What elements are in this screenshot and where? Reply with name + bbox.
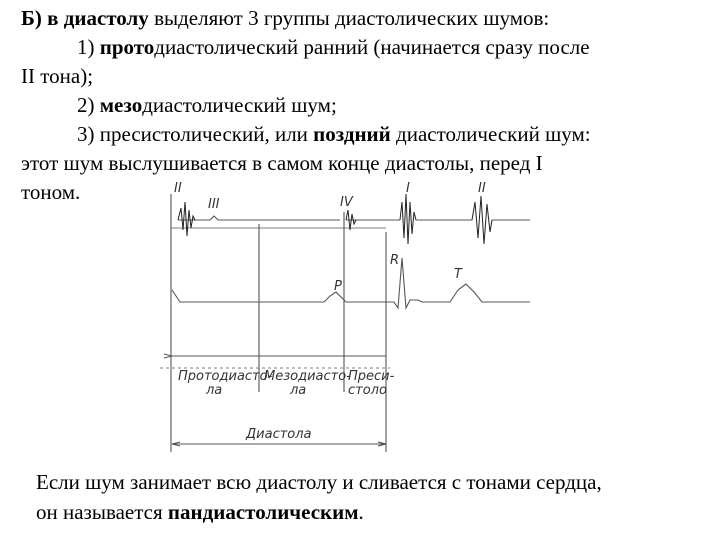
item-1-text: диастолический ранний (начинается сразу … (154, 35, 590, 59)
ecg-trace (171, 257, 530, 311)
label-wave-P: P (334, 279, 342, 294)
label-tone-I: I (406, 181, 410, 196)
tone-II-right-wave (471, 195, 493, 245)
item-3-cont2: тоном. (21, 180, 81, 204)
item-2-bold: мезо (99, 93, 143, 117)
footer-line-1: Если шум занимает всю диастолу и сливает… (36, 470, 602, 494)
tone-IV-wave (345, 209, 357, 231)
item-1-cont: II тона); (21, 64, 94, 88)
item-2-num: 2) (77, 93, 100, 117)
diastole-phonocardiogram-diagram: II III IV I II P R T Протодиасто- ла Мез… (160, 181, 530, 452)
pcg-oscillations (177, 193, 493, 245)
arrowhead-diastole-right (377, 441, 387, 447)
item-3-num: 3) (77, 122, 100, 146)
item-3-bold: поздний (313, 122, 391, 146)
footer-line-2: он называется пандиастолическим. (36, 497, 716, 527)
item-1: 1) протодиастолический ранний (начинаетс… (21, 33, 711, 62)
label-wave-T: T (454, 267, 463, 282)
label-tone-II-right: II (478, 181, 486, 196)
bottom-text: Если шум занимает всю диастолу и сливает… (36, 467, 716, 527)
label-tone-IV: IV (340, 195, 354, 210)
intro-line: Б) в диастолу выделяют 3 группы диастоли… (21, 4, 711, 33)
top-text: Б) в диастолу выделяют 3 группы диастоли… (21, 4, 711, 207)
footer-line-2-pre: он называется (36, 500, 168, 524)
label-zone-mezo-1: Мезодиасто- (264, 369, 351, 384)
arrowhead-left (163, 353, 173, 359)
item-2-text: диастолический шум; (142, 93, 337, 117)
label-zone-pre-2: столо (348, 383, 387, 398)
item-1-bold: прото (99, 35, 155, 59)
label-zone-mezo-2: ла (289, 383, 306, 398)
item-3-text: диастолический шум: (390, 122, 591, 146)
item-3-pre: пресистолический, или (99, 122, 314, 146)
label-diastole: Диастола (245, 427, 312, 442)
item-3: 3) пресистолический, или поздний диастол… (21, 120, 711, 149)
label-zone-proto-2: ла (205, 383, 222, 398)
item-2: 2) мезодиастолический шум; (21, 91, 711, 120)
label-zone-pre-1: Преси- (348, 369, 395, 384)
pcg-baseline-left (178, 215, 340, 221)
footer-line-2-post: . (358, 500, 364, 524)
intro-rest: выделяют 3 группы диастолических шумов: (148, 6, 550, 30)
footer-line-2-bold: пандиастолическим (167, 500, 359, 524)
tone-I-wave (399, 193, 417, 245)
arrowhead-diastole-left (171, 441, 181, 447)
label-tone-II-left: II (174, 181, 182, 196)
label-zone-proto-1: Протодиасто- (178, 369, 273, 384)
label-tone-III: III (208, 197, 220, 212)
intro-bold: Б) в диастолу (21, 6, 149, 30)
tone-II-left-wave (177, 201, 196, 237)
item-3-cont: этот шум выслушивается в самом конце диа… (21, 151, 543, 175)
label-wave-R: R (390, 253, 399, 268)
item-1-num: 1) (77, 35, 100, 59)
